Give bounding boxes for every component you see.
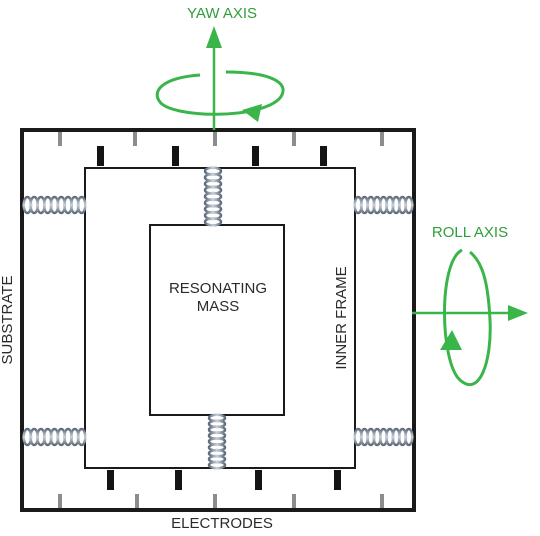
substrate-label: SUBSTRATE [0,276,16,365]
spring-coil [76,427,87,447]
spring-coil [76,195,87,215]
spring-bottom [207,413,227,470]
electrode-gray [292,494,296,508]
electrode-black [175,470,182,490]
electrode-black [172,146,179,166]
yaw-rotation-arrow [155,70,285,116]
electrode-gray [292,132,296,146]
yaw-axis [155,26,285,130]
spring-left-top [22,195,87,215]
spring-left-bottom [22,427,87,447]
yaw-axis-arrowhead [206,26,222,48]
yaw-axis-label: YAW AXIS [187,5,257,22]
resonating-mass-label-line1: RESONATING [169,280,267,297]
roll-axis [412,248,528,387]
electrode-gray [58,494,62,508]
electrode-gray [380,132,384,146]
electrode-black [334,470,341,490]
substrate-frame [20,128,416,512]
electrode-black [97,146,104,166]
spring-coil [207,460,227,470]
inner-frame-label: INNER FRAME [333,266,350,369]
electrodes-bottom [58,470,384,508]
electrodes-label: ELECTRODES [171,515,273,532]
electrode-gray [135,494,139,508]
spring-top [203,166,223,227]
spring-right-bottom [353,427,414,447]
spring-right-top [353,195,414,215]
electrode-gray [213,494,217,508]
spring-coil [203,217,223,227]
spring-coil [404,195,414,215]
resonating-mass [149,224,285,416]
electrode-gray [58,132,62,146]
electrode-black [252,146,259,166]
yaw-rotation-arrowhead [242,104,262,122]
electrodes-top [58,132,384,166]
electrode-black [320,146,327,166]
electrode-gray [213,132,217,146]
roll-rotation-arrow [443,248,492,387]
electrode-black [255,470,262,490]
electrode-gray [133,132,137,146]
electrode-gray [380,494,384,508]
roll-axis-label: ROLL AXIS [432,224,508,241]
roll-rotation-arrowhead [440,330,462,350]
spring-coil [404,427,414,447]
electrode-black [107,470,114,490]
roll-axis-arrowhead [508,305,528,321]
resonating-mass-label-line2: MASS [197,298,240,315]
